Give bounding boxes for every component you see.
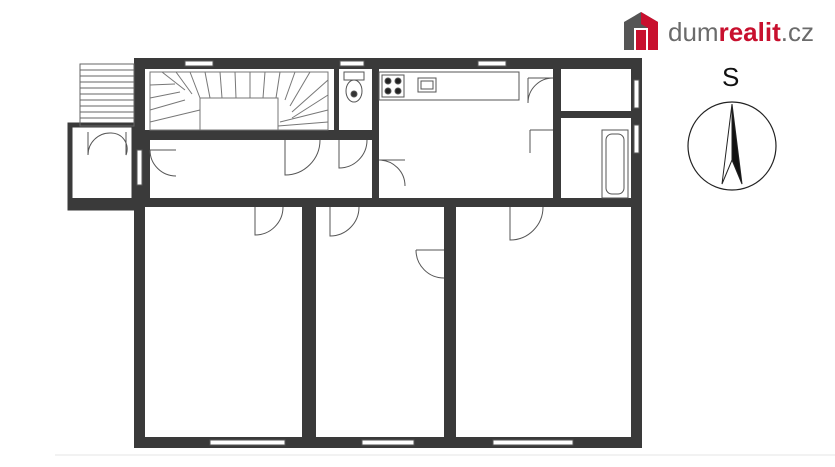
external-stair — [79, 63, 135, 127]
compass-arrow-icon — [687, 101, 777, 191]
interior-walls — [145, 69, 631, 438]
brand-prefix: dum — [668, 17, 719, 47]
brand-highlight: realit — [718, 17, 781, 47]
kitchen-counter — [378, 71, 520, 101]
staircase — [149, 71, 329, 131]
doors — [149, 77, 554, 279]
brand-name: dumrealit.cz — [668, 17, 814, 47]
toilet — [343, 71, 365, 103]
house-logo-icon — [624, 12, 658, 50]
windows — [136, 60, 640, 446]
compass-label: S — [722, 62, 740, 92]
brand-suffix: .cz — [780, 17, 814, 47]
bathtub — [601, 129, 629, 199]
brand-logo[interactable]: dumrealit.cz — [622, 10, 814, 54]
balcony — [67, 122, 137, 211]
